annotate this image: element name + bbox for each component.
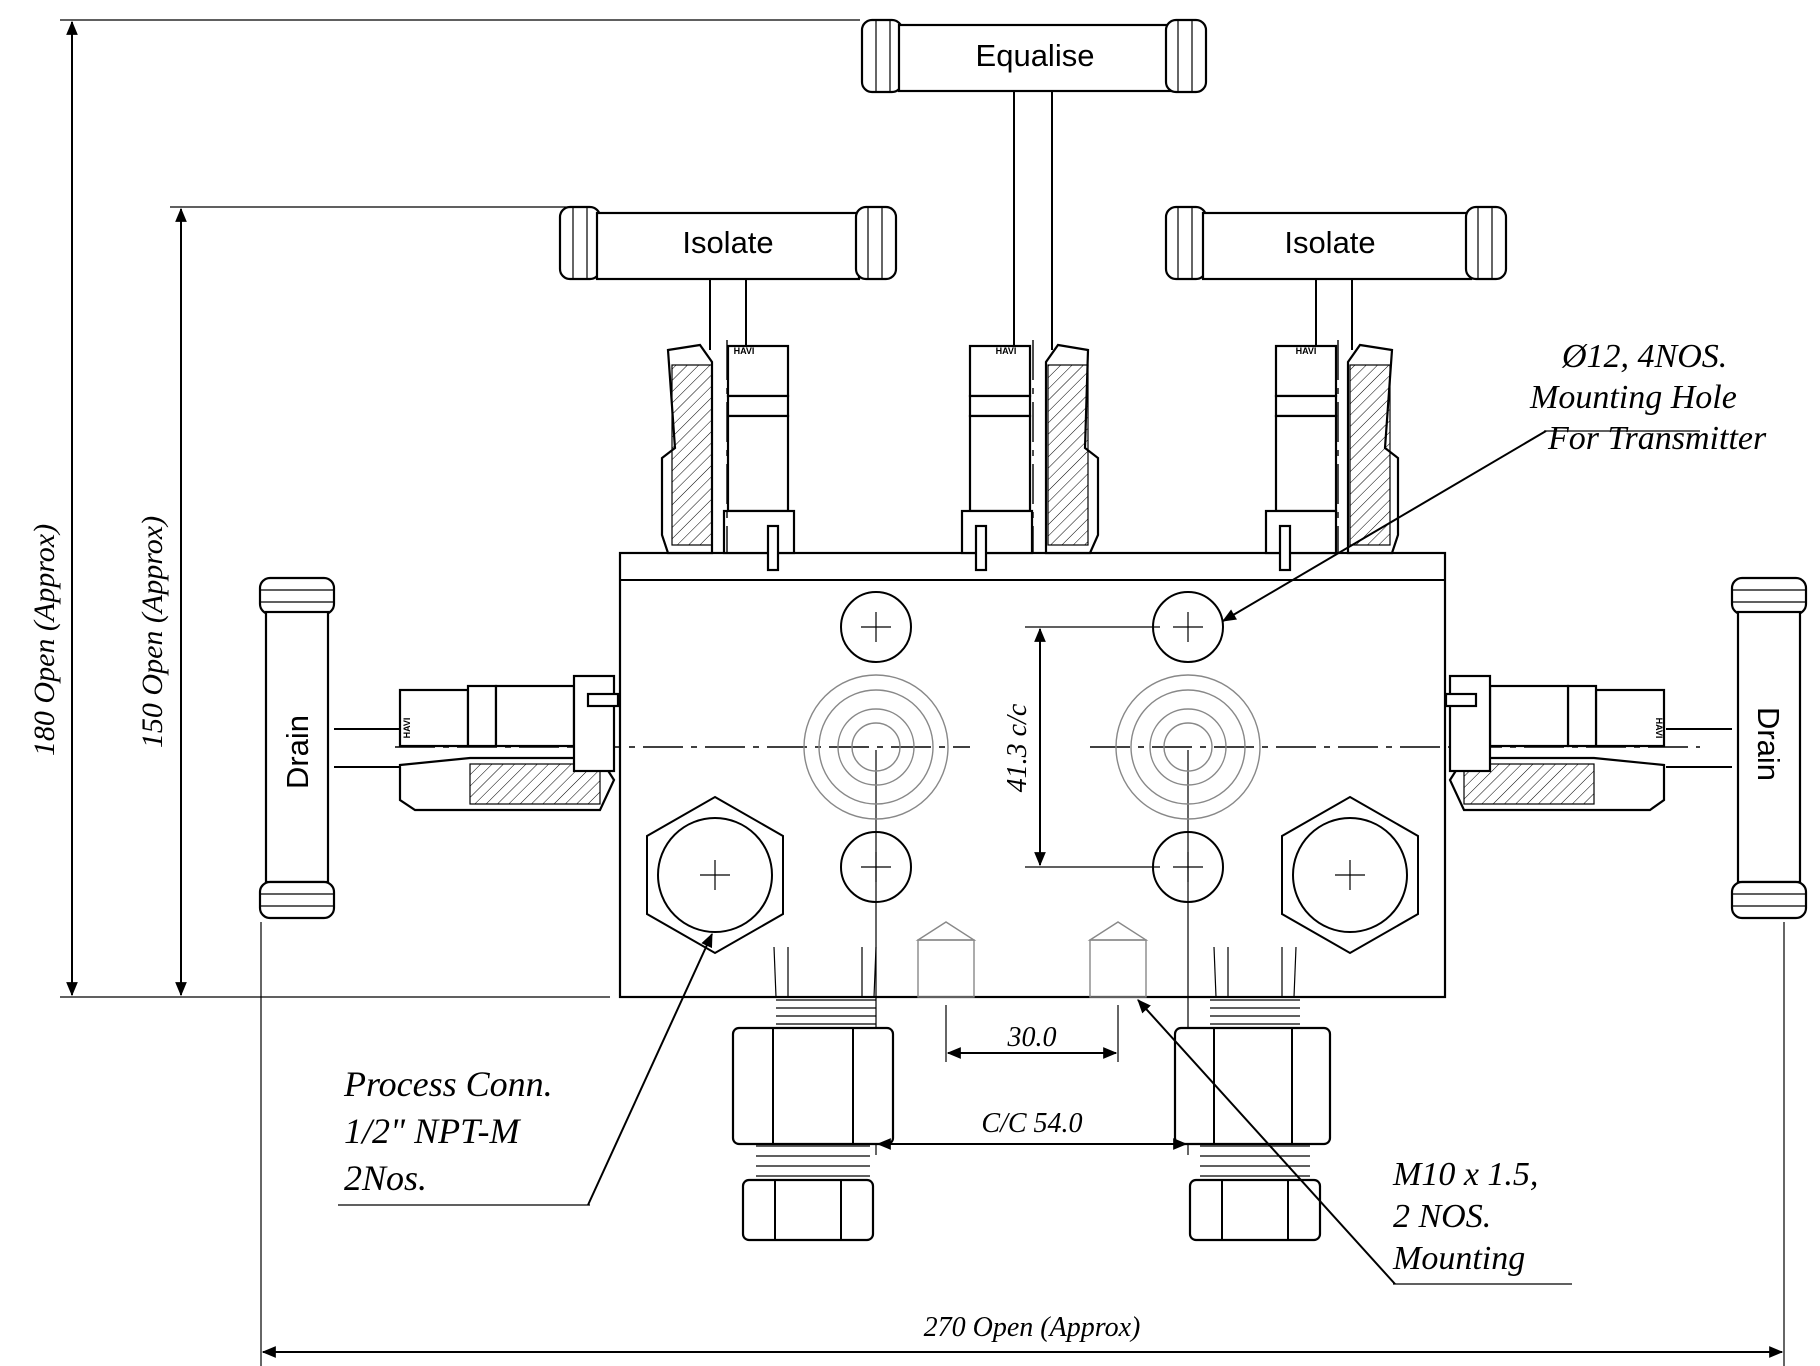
callout-process-line2: 1/2" NPT-M <box>344 1111 521 1151</box>
drain-valve-right: HAVI Drain <box>1444 576 1808 920</box>
mounting-hole-top-left <box>840 591 912 663</box>
callout-mounting-hole-line1: Ø12, 4NOS. <box>1561 338 1727 375</box>
callout-mounting-hole: Ø12, 4NOS. Mounting Hole For Transmitter <box>1221 338 1767 622</box>
mounting-holes <box>840 591 1224 903</box>
mounting-hole-bottom-left <box>840 831 912 903</box>
dimension-270-open: 270 Open (Approx) <box>260 922 1785 1366</box>
drain-valve-left: HAVI Drain <box>258 576 620 920</box>
isolate-handle-right: Isolate <box>1164 205 1508 281</box>
dimension-30: 30.0 <box>945 1005 1119 1062</box>
isolate-valve-right: HAVI <box>1264 275 1400 572</box>
equalise-label: Equalise <box>976 38 1095 73</box>
process-connection-right <box>1173 946 1332 1242</box>
process-bore-right <box>1115 674 1261 820</box>
isolate-valve-left: HAVI <box>660 275 796 572</box>
process-bore-left <box>803 674 949 820</box>
dimension-150-open: 150 Open (Approx) <box>136 206 592 997</box>
callout-mounting-hole-line2: Mounting Hole <box>1529 379 1737 416</box>
isolate-handle-left: Isolate <box>558 205 898 281</box>
dimension-150-label: 150 Open (Approx) <box>136 516 169 748</box>
mounting-thread-pockets <box>915 921 1149 998</box>
equalise-valve: HAVI <box>960 90 1100 572</box>
callout-thread-line1: M10 x 1.5, <box>1392 1156 1538 1193</box>
drain-left-label: Drain <box>280 715 315 789</box>
callout-thread-line2: 2 NOS. <box>1393 1198 1491 1235</box>
callout-process-line3: 2Nos. <box>344 1158 427 1198</box>
dimension-cc-54-label: C/C 54.0 <box>981 1108 1082 1139</box>
brand-mark-isolate-right: HAVI <box>1296 346 1317 356</box>
hex-plug-left <box>646 795 784 955</box>
hex-plug-right <box>1281 795 1419 955</box>
brand-mark-drain-right: HAVI <box>1654 718 1664 739</box>
callout-process-line1: Process Conn. <box>343 1064 553 1104</box>
brand-mark-isolate-left: HAVI <box>734 346 755 356</box>
dimension-180-open: 180 Open (Approx) <box>28 19 860 998</box>
isolate-right-label: Isolate <box>1284 225 1375 260</box>
callout-process-connection: Process Conn. 1/2" NPT-M 2Nos. <box>338 932 713 1206</box>
drain-right-label: Drain <box>1751 707 1786 781</box>
isolate-left-label: Isolate <box>682 225 773 260</box>
dimension-270-label: 270 Open (Approx) <box>924 1312 1141 1343</box>
dimension-cc-54: C/C 54.0 <box>876 1108 1188 1150</box>
callout-mounting-thread: M10 x 1.5, 2 NOS. Mounting <box>1137 999 1572 1285</box>
brand-mark-drain-left: HAVI <box>402 718 412 739</box>
dimension-41-3: 41.3 c/c <box>1002 626 1160 868</box>
brand-mark-equalise: HAVI <box>996 346 1017 356</box>
callout-thread-line3: Mounting <box>1392 1240 1525 1277</box>
process-connection-left <box>731 946 895 1242</box>
dimension-180-label: 180 Open (Approx) <box>28 524 61 756</box>
callout-mounting-hole-line3: For Transmitter <box>1547 420 1767 457</box>
equalise-handle: Equalise <box>860 18 1208 94</box>
dimension-41-3-label: 41.3 c/c <box>1002 703 1033 792</box>
dimension-30-label: 30.0 <box>1007 1022 1057 1053</box>
